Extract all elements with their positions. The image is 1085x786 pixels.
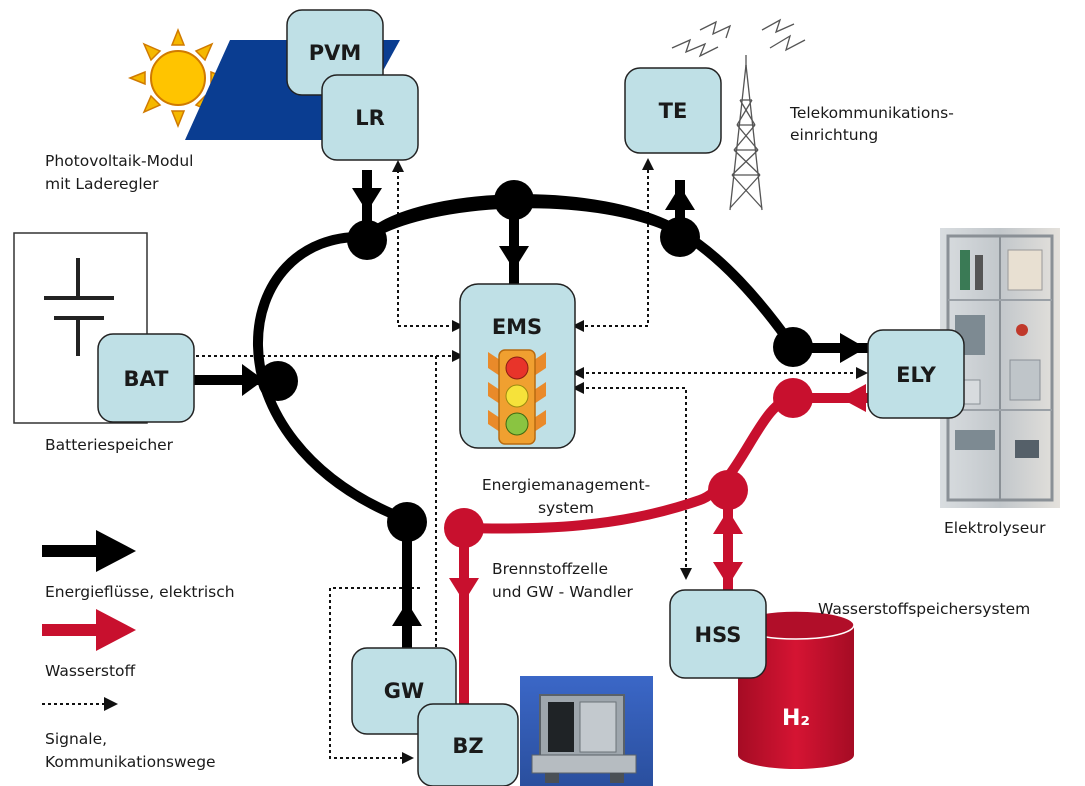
caption-te-line1: Telekommunikations- bbox=[789, 104, 954, 122]
legend-electric-label: Energieflüsse, elektrisch bbox=[45, 583, 235, 601]
traffic-light-icon bbox=[488, 349, 546, 445]
hydrogen-tank bbox=[737, 610, 855, 769]
caption-hydrogen-storage: Wasserstoffspeichersystem bbox=[818, 600, 1030, 618]
telecom-tower-icon bbox=[671, 18, 806, 211]
caption-electrolyser: Elektrolyseur bbox=[944, 519, 1046, 537]
legend: Energieflüsse, elektrisch Wasserstoff Si… bbox=[42, 530, 235, 771]
bat-label: BAT bbox=[124, 367, 170, 391]
signal-lines bbox=[148, 170, 860, 759]
hydrogen-arrowheads bbox=[449, 384, 866, 602]
te-label: TE bbox=[659, 99, 688, 123]
hydrogen-nodes bbox=[444, 378, 813, 548]
h2-label: H₂ bbox=[782, 706, 810, 731]
gw-label: GW bbox=[384, 679, 424, 703]
lr-box: LR bbox=[321, 74, 419, 161]
legend-signals-label-line2: Kommunikationswege bbox=[45, 753, 216, 771]
bz-box: BZ bbox=[417, 703, 519, 786]
caption-ems-line1: Energiemanagement- bbox=[482, 476, 650, 494]
bat-box: BAT bbox=[97, 333, 195, 423]
fuel-cell-photo bbox=[520, 676, 653, 786]
ely-box: ELY bbox=[867, 329, 965, 419]
caption-pv-line1: Photovoltaik-Modul bbox=[45, 152, 193, 170]
ems-label: EMS bbox=[492, 315, 542, 339]
hss-label: HSS bbox=[695, 623, 742, 647]
hss-box: HSS bbox=[669, 589, 767, 679]
lr-label: LR bbox=[355, 106, 385, 130]
legend-signals-label-line1: Signale, bbox=[45, 730, 107, 748]
caption-fc-line1: Brennstoffzelle bbox=[492, 560, 608, 578]
pvm-label: PVM bbox=[309, 41, 362, 65]
caption-te-line2: einrichtung bbox=[790, 126, 878, 144]
ely-label: ELY bbox=[896, 363, 936, 387]
te-box: TE bbox=[624, 67, 722, 154]
legend-electric-arrow bbox=[42, 530, 136, 572]
caption-pv-line2: mit Laderegler bbox=[45, 175, 159, 193]
pvm-box: PVM bbox=[286, 9, 384, 96]
electric-nodes bbox=[258, 180, 813, 542]
caption-fc-line2: und GW - Wandler bbox=[492, 583, 634, 601]
legend-hydrogen-label: Wasserstoff bbox=[45, 662, 136, 680]
caption-battery: Batteriespeicher bbox=[45, 436, 174, 454]
bz-label: BZ bbox=[452, 734, 483, 758]
ems-box: EMS bbox=[459, 283, 576, 449]
caption-ems-line2: system bbox=[538, 499, 594, 517]
legend-signal-arrow bbox=[42, 697, 118, 711]
legend-hydrogen-arrow bbox=[42, 609, 136, 651]
